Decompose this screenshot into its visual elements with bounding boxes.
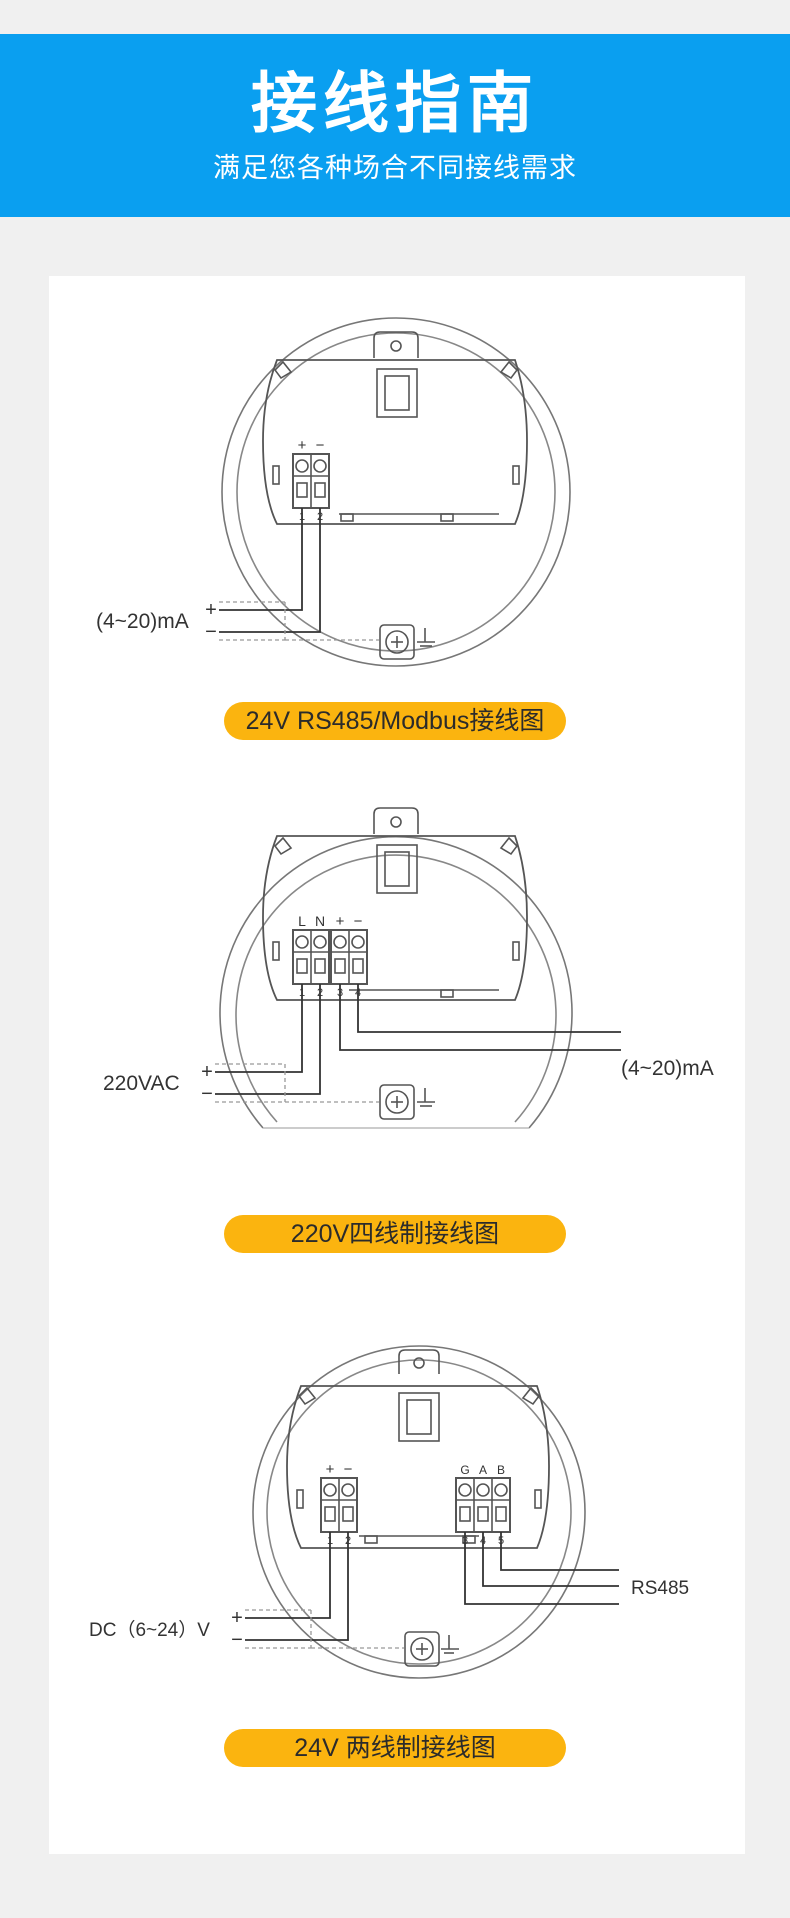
terminal-mark-g: G: [460, 1463, 469, 1477]
terminal-number-3: 3: [462, 1535, 468, 1547]
caption-diagram-2: 220V四线制接线图: [224, 1215, 566, 1253]
plus-sign: +: [205, 599, 217, 621]
plus-sign: +: [201, 1061, 213, 1083]
terminal-mark-minus: −: [344, 1461, 353, 1478]
terminal-mark-minus: −: [354, 913, 363, 930]
terminal-number-4: 4: [480, 1535, 486, 1547]
wiring-diagram-1-svg: + − 1 2 (4~20)mA + −: [96, 317, 571, 667]
terminal-number-2: 2: [317, 511, 323, 523]
power-label: DC（6~24）V: [89, 1619, 210, 1641]
terminal-number-4: 4: [355, 987, 361, 999]
header-banner: 接线指南 满足您各种场合不同接线需求: [0, 34, 790, 217]
terminal-mark-a: A: [479, 1463, 487, 1477]
terminal-mark-l: L: [298, 913, 306, 929]
signal-label: (4~20)mA: [96, 610, 189, 633]
caption-diagram-1: 24V RS485/Modbus接线图: [224, 702, 566, 740]
terminal-number-2: 2: [345, 1535, 351, 1547]
terminal-number-1: 1: [299, 511, 305, 523]
wiring-diagram-3: + − G A B 1 2 3 4 5 DC（6~24）V + − RS485: [49, 1326, 745, 1726]
terminal-mark-plus: +: [336, 913, 345, 930]
minus-sign: −: [231, 1629, 243, 1651]
wiring-diagram-3-svg: + − G A B 1 2 3 4 5 DC（6~24）V + − RS485: [89, 1345, 689, 1679]
plus-sign: +: [231, 1607, 243, 1629]
terminal-mark-b: B: [497, 1463, 505, 1477]
wiring-diagram-2-svg: L N + − 1 2 3 4 220VAC + − (4~20)mA: [103, 807, 714, 1129]
page-title: 接线指南: [251, 65, 539, 142]
signal-label: (4~20)mA: [621, 1057, 714, 1080]
page-subtitle: 满足您各种场合不同接线需求: [213, 153, 577, 184]
wiring-diagram-1: + − 1 2 (4~20)mA + −: [49, 276, 745, 696]
terminal-mark-plus: +: [326, 1461, 335, 1478]
minus-sign: −: [205, 621, 217, 643]
terminal-number-3: 3: [337, 987, 343, 999]
terminal-mark-plus: +: [298, 437, 307, 454]
minus-sign: −: [201, 1083, 213, 1105]
signal-label: RS485: [631, 1578, 689, 1599]
terminal-number-1: 1: [327, 1535, 333, 1547]
terminal-number-1: 1: [299, 987, 305, 999]
terminal-number-5: 5: [498, 1535, 504, 1547]
terminal-number-2: 2: [317, 987, 323, 999]
wiring-diagram-2: L N + − 1 2 3 4 220VAC + − (4~20)mA: [49, 792, 745, 1168]
power-label: 220VAC: [103, 1072, 180, 1095]
caption-diagram-3: 24V 两线制接线图: [224, 1729, 566, 1767]
terminal-mark-n: N: [315, 913, 325, 929]
terminal-mark-minus: −: [316, 437, 325, 454]
content-card: + − 1 2 (4~20)mA + − 24V RS485/Modbus接线图: [49, 276, 745, 1854]
